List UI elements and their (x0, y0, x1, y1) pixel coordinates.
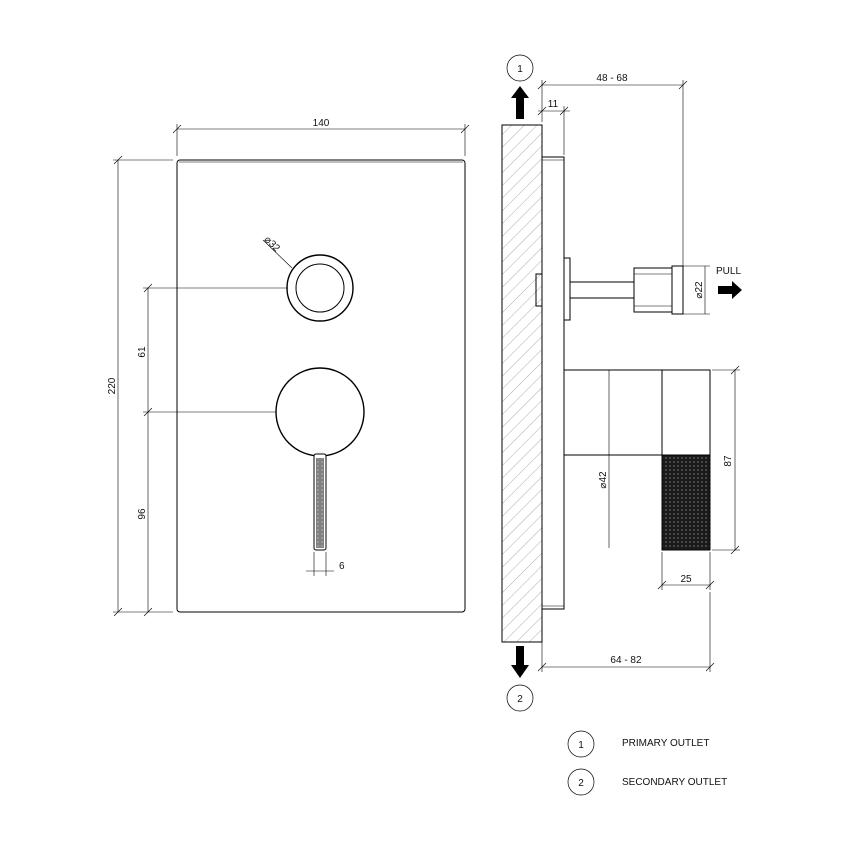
width-label: 140 (313, 118, 330, 129)
diverter-diameter-label: ⌀32 (262, 234, 282, 254)
diverter-side: ⌀22 PULL (535, 257, 742, 321)
lever-width-label: 6 (339, 561, 345, 572)
lever-depth-dimension: 64 - 82 (537, 592, 715, 672)
mixer-handle: 6 (275, 367, 365, 576)
pull-label: PULL (716, 266, 741, 277)
legend-item: 2 SECONDARY OUTLET (567, 768, 727, 796)
handle-height-label: 87 (723, 455, 734, 467)
lever-depth-label: 64 - 82 (610, 655, 642, 666)
lower-spacing-label: 96 (137, 508, 148, 520)
center-spacing-dimensions: 61 96 (137, 283, 288, 617)
legend: 1 PRIMARY OUTLET 2 SECONDARY OUTLET (567, 730, 727, 796)
width-dimension: 140 (172, 118, 470, 156)
handle-diameter-label: ⌀42 (598, 471, 609, 489)
legend-item-number: 2 (578, 778, 584, 789)
outlet-1-marker: 1 (506, 54, 534, 119)
diverter-knob: ⌀32 (262, 234, 354, 322)
outlet-2-number: 2 (517, 694, 523, 705)
outlet-1-number: 1 (517, 64, 523, 75)
legend-item-label: PRIMARY OUTLET (622, 738, 709, 749)
knob-diameter-label: ⌀22 (694, 281, 705, 299)
plate-thickness-label: 11 (548, 99, 559, 110)
legend-item-number: 1 (578, 740, 584, 751)
front-view: 140 220 61 96 ⌀32 (107, 118, 470, 617)
depth-range-label: 48 - 68 (596, 73, 628, 84)
down-arrow-icon (511, 646, 529, 678)
upper-spacing-label: 61 (137, 346, 148, 358)
outlet-2-marker: 2 (506, 646, 534, 712)
handle-side: ⌀42 87 25 (564, 365, 740, 590)
pull-arrow-icon (718, 281, 742, 299)
depth-dimension: 48 - 68 (537, 73, 688, 266)
up-arrow-icon (511, 86, 529, 119)
legend-item: 1 PRIMARY OUTLET (567, 730, 709, 758)
cover-plate (176, 159, 466, 613)
knurl-length-label: 25 (680, 574, 692, 585)
legend-item-label: SECONDARY OUTLET (622, 777, 727, 788)
height-label: 220 (107, 377, 118, 394)
wall-section (501, 124, 543, 643)
plate-thickness-dimension: 11 (537, 99, 570, 155)
height-dimension: 220 (107, 155, 173, 617)
side-view: 48 - 68 11 ⌀22 PULL (501, 54, 742, 712)
